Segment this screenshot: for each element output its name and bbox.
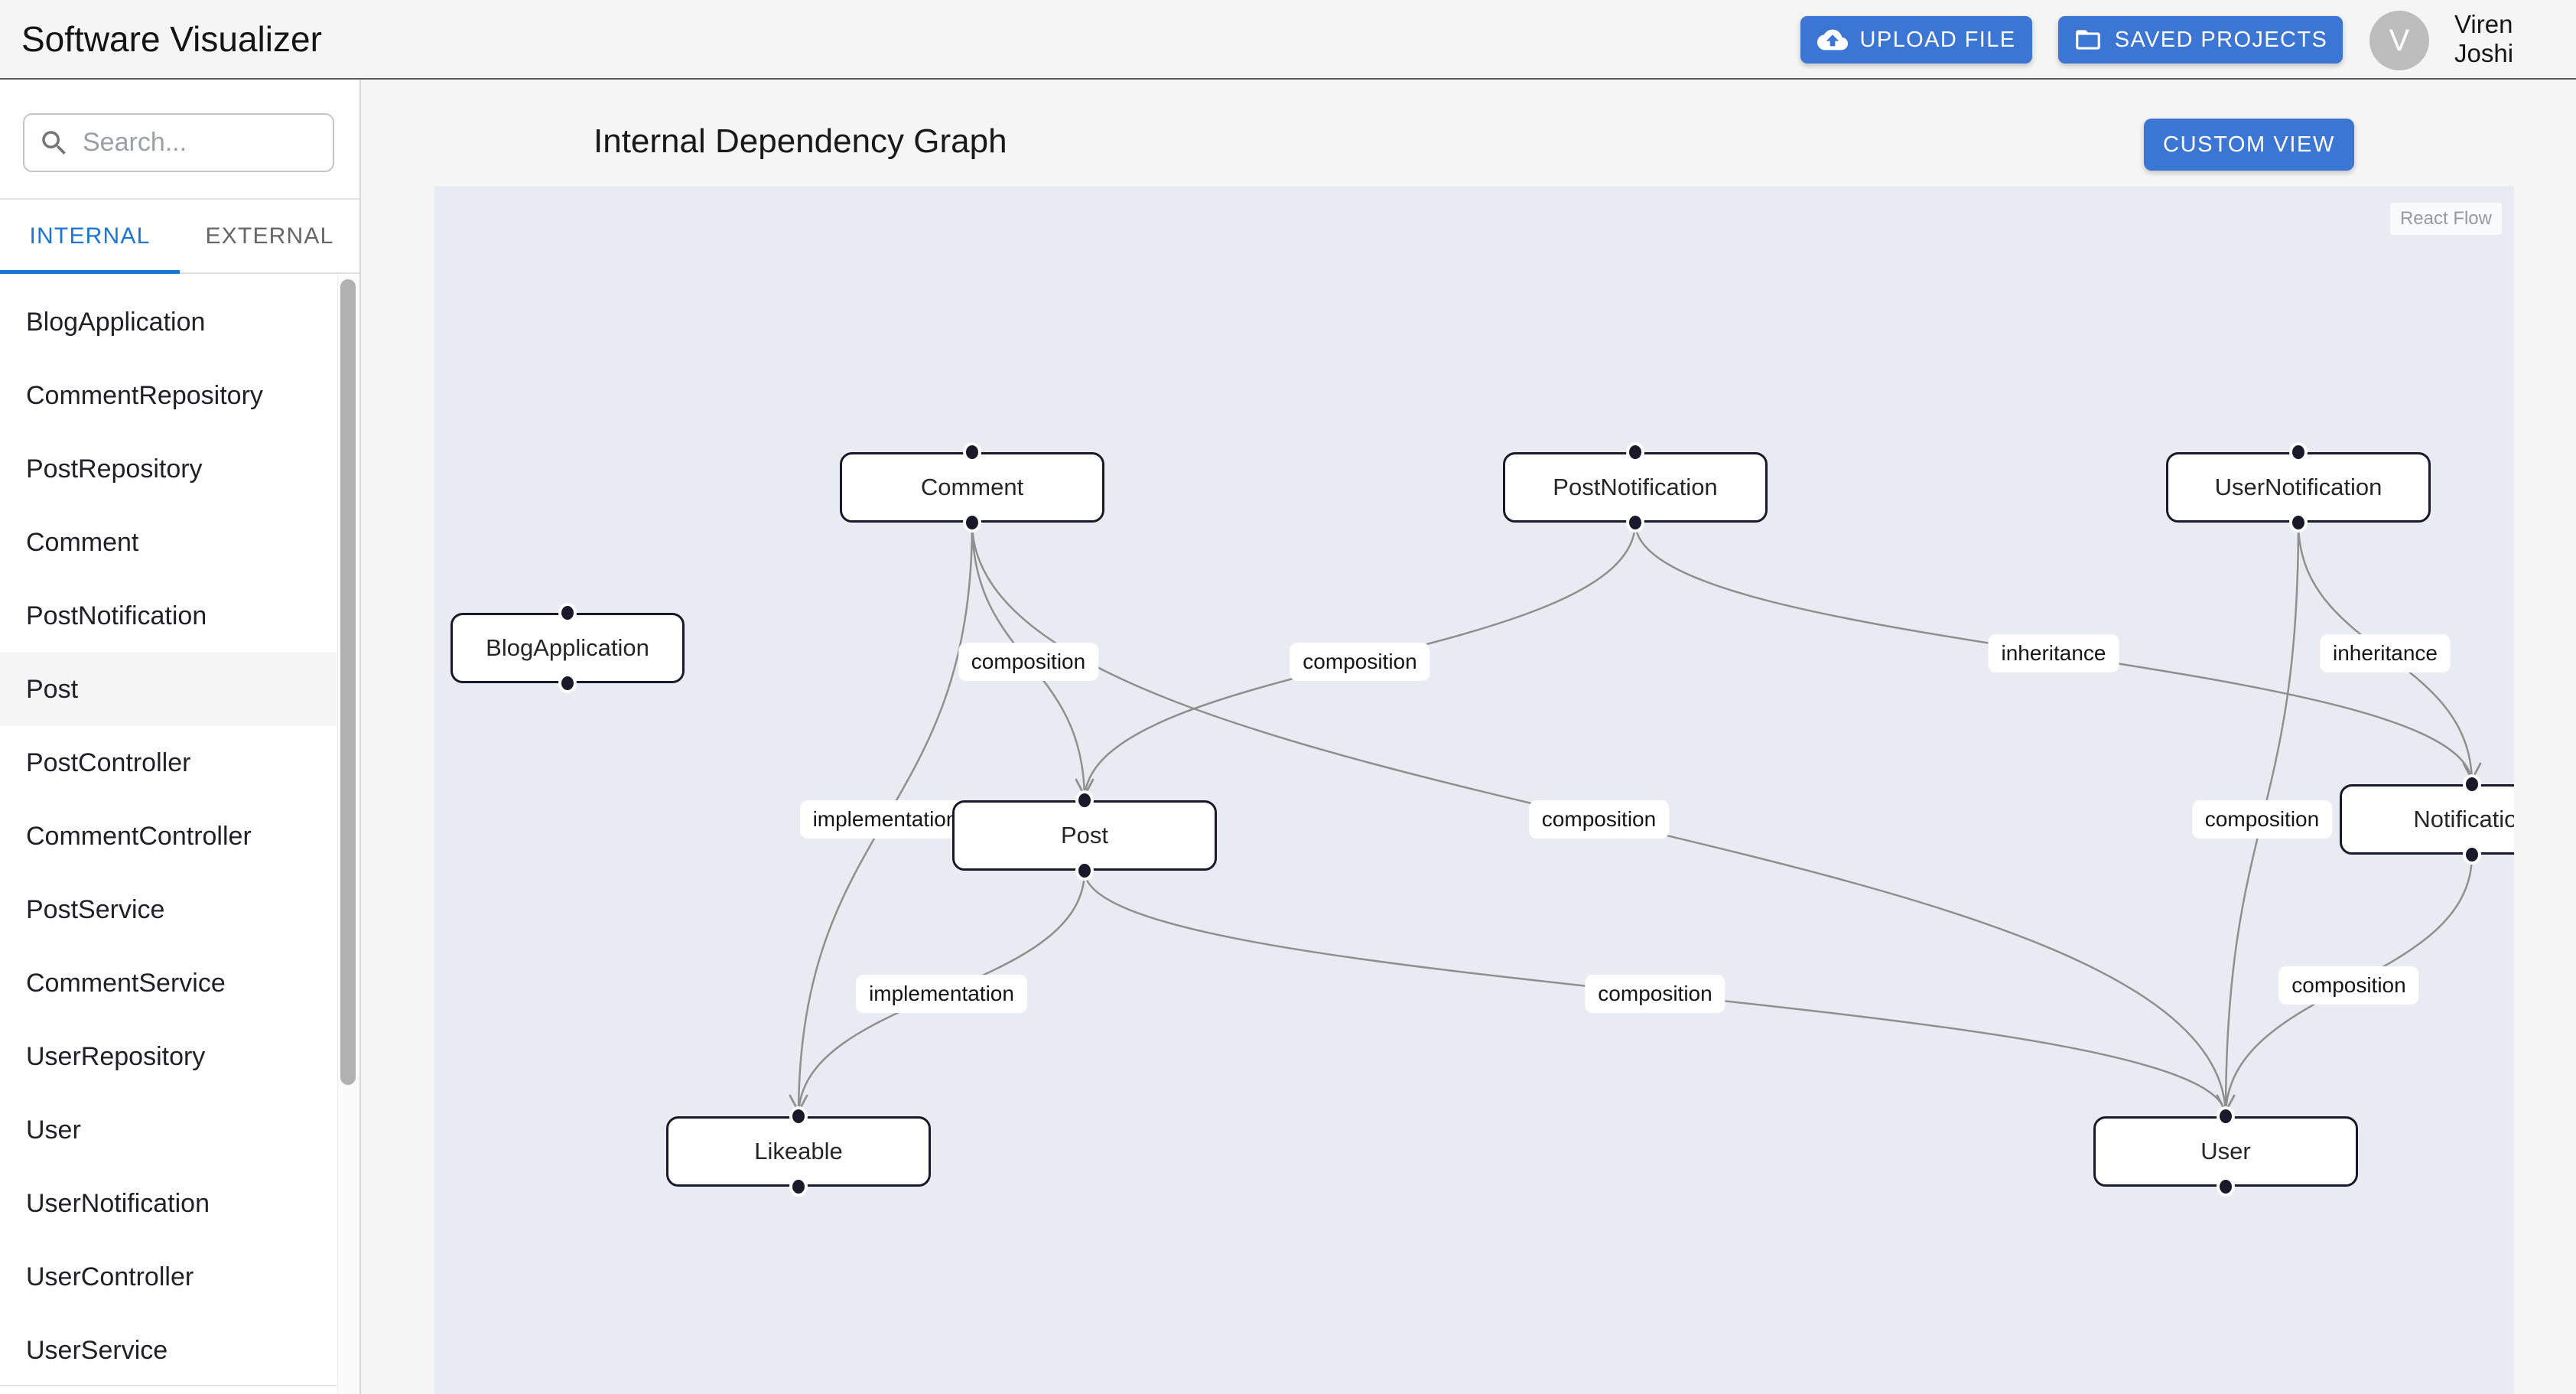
graph-node-user[interactable]: User: [2093, 1116, 2358, 1187]
user-name: Viren Joshi: [2454, 10, 2514, 67]
main-content: Internal Dependency Graph CUSTOM VIEW Re…: [361, 78, 2576, 1394]
custom-view-button[interactable]: CUSTOM VIEW: [2144, 119, 2354, 171]
graph-node-notification[interactable]: Notification: [2340, 784, 2514, 855]
search-icon: [42, 130, 66, 155]
upload-file-button[interactable]: UPLOAD FILE: [1800, 16, 2032, 64]
tab-internal-label: INTERNAL: [29, 223, 151, 249]
tab-external-label: EXTERNAL: [205, 223, 334, 249]
node-handle-notification-top[interactable]: [2463, 774, 2481, 794]
tab-indicator: [0, 270, 180, 274]
saved-projects-button[interactable]: SAVED PROJECTS: [2058, 16, 2343, 64]
node-handle-comment-bottom[interactable]: [963, 513, 981, 533]
node-handle-post-bottom[interactable]: [1075, 861, 1094, 881]
edge-label-post_notification-post: composition: [1290, 642, 1430, 681]
sidebar-item-usernotification[interactable]: UserNotification: [26, 1188, 210, 1218]
sidebar-item-comment[interactable]: Comment: [26, 527, 139, 557]
sidebar-item-commentservice[interactable]: CommentService: [26, 968, 226, 998]
sidebar-item-usercontroller[interactable]: UserController: [26, 1262, 194, 1291]
edge-label-comment-post: composition: [958, 642, 1099, 681]
sidebar-scrollbar-thumb[interactable]: [340, 279, 356, 1085]
tab-external[interactable]: EXTERNAL: [180, 200, 359, 272]
edge-label-post_notification-notification: inheritance: [1988, 634, 2119, 673]
edge-label-user_notification-notification: inheritance: [2320, 634, 2451, 673]
sidebar-tabs: INTERNAL EXTERNAL: [0, 200, 359, 274]
graph-node-user_notification[interactable]: UserNotification: [2166, 452, 2431, 523]
edge-label-user_notification-user: composition: [2191, 800, 2333, 839]
search-input[interactable]: [81, 127, 319, 158]
edge-label-comment-likeable: implementation: [799, 800, 971, 839]
tab-internal[interactable]: INTERNAL: [0, 200, 180, 274]
sidebar-item-postnotification[interactable]: PostNotification: [26, 601, 207, 630]
node-handle-blog_application-top[interactable]: [558, 603, 577, 623]
node-handle-user-top[interactable]: [2217, 1106, 2235, 1126]
sidebar-item-post[interactable]: Post: [0, 653, 337, 726]
node-handle-post_notification-bottom[interactable]: [1626, 513, 1644, 533]
cloud-upload-icon: [1817, 29, 1848, 50]
sidebar-item-userrepository[interactable]: UserRepository: [26, 1041, 206, 1071]
sidebar-item-userservice[interactable]: UserService: [26, 1335, 168, 1365]
list-bottom-divider: [0, 1385, 337, 1386]
node-handle-blog_application-bottom[interactable]: [558, 673, 577, 693]
node-handle-likeable-top[interactable]: [789, 1106, 808, 1126]
folder-icon: [2075, 30, 2100, 50]
avatar[interactable]: V: [2369, 11, 2429, 70]
node-handle-post-top[interactable]: [1075, 790, 1094, 810]
app-title: Software Visualizer: [21, 19, 322, 59]
edge-label-notification-user: composition: [2278, 966, 2419, 1005]
sidebar-scrollbar-track[interactable]: [337, 274, 359, 1394]
edge-label-post-user: composition: [1585, 974, 1725, 1013]
edge-label-post-likeable: implementation: [856, 974, 1027, 1013]
edges-layer: [789, 522, 2482, 1117]
search-box[interactable]: [23, 113, 334, 172]
node-handle-user_notification-top[interactable]: [2289, 442, 2308, 462]
node-handle-user-bottom[interactable]: [2217, 1177, 2235, 1197]
sidebar-item-blogapplication[interactable]: BlogApplication: [26, 307, 206, 337]
sidebar-item-postservice[interactable]: PostService: [26, 894, 165, 924]
sidebar-item-postcontroller[interactable]: PostController: [26, 747, 191, 777]
node-handle-comment-top[interactable]: [963, 442, 981, 462]
sidebar-divider: [0, 198, 359, 200]
sidebar-item-commentcontroller[interactable]: CommentController: [26, 821, 252, 851]
edge-label-comment-user: composition: [1528, 800, 1670, 839]
node-handle-notification-bottom[interactable]: [2463, 845, 2481, 865]
upload-file-label: UPLOAD FILE: [1859, 27, 2016, 52]
node-handle-post_notification-top[interactable]: [1626, 442, 1644, 462]
graph-canvas[interactable]: React Flow composition implementation comp…: [434, 186, 2514, 1394]
page-title: Internal Dependency Graph: [594, 122, 1007, 160]
reactflow-attribution: React Flow: [2389, 203, 2502, 235]
sidebar-item-user[interactable]: User: [26, 1115, 81, 1145]
graph-node-post_notification[interactable]: PostNotification: [1503, 452, 1768, 523]
sidebar-item-commentrepository[interactable]: CommentRepository: [26, 380, 263, 410]
node-handle-likeable-bottom[interactable]: [789, 1177, 808, 1197]
sidebar: INTERNAL EXTERNAL BlogApplicationComment…: [0, 78, 361, 1394]
avatar-initial: V: [2389, 23, 2410, 57]
saved-projects-label: SAVED PROJECTS: [2114, 27, 2328, 52]
app-header: Software Visualizer UPLOAD FILE SAVED PR…: [0, 0, 2576, 80]
node-handle-user_notification-bottom[interactable]: [2289, 513, 2308, 533]
sidebar-item-postrepository[interactable]: PostRepository: [26, 454, 203, 484]
